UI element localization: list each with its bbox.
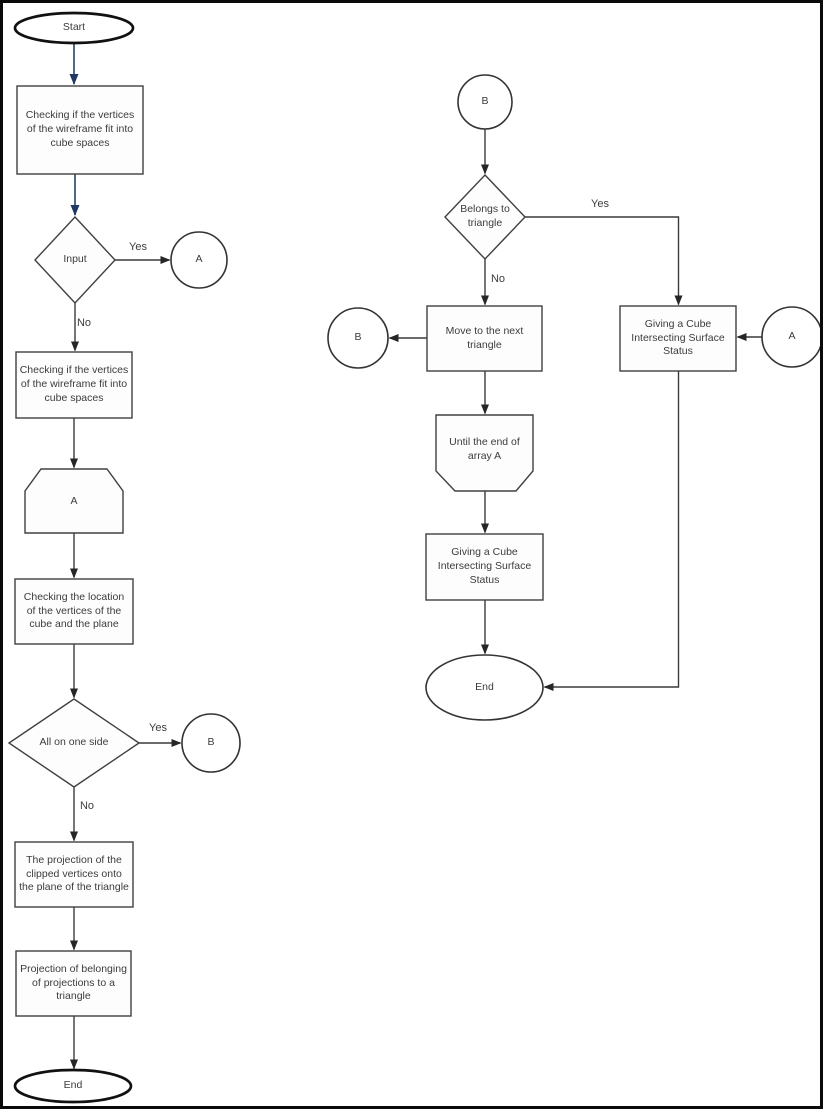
decision-belongs-label: Belongs to triangle bbox=[460, 203, 510, 229]
connector-b-mid bbox=[327, 307, 389, 369]
edge-label-belongs-no: No bbox=[490, 273, 506, 285]
preparation-a bbox=[24, 468, 124, 534]
process-giving-status-right bbox=[619, 305, 737, 372]
end-left-label: End bbox=[63, 1079, 83, 1092]
decision-input-label: Input bbox=[63, 253, 87, 266]
connector-a-right-label: A bbox=[788, 330, 796, 343]
process-check-vertices-1-label: Checking if the vertices of the wirefram… bbox=[25, 109, 135, 149]
decision-input bbox=[34, 215, 116, 305]
connector-a-left-label: A bbox=[195, 253, 203, 266]
decision-all-on-one-side bbox=[7, 698, 141, 788]
edge-belongs-yes-to-giving-right bbox=[525, 216, 683, 306]
preparation-a-label: A bbox=[70, 495, 78, 508]
process-check-location bbox=[14, 578, 134, 645]
process-projection-belonging-label: Projection of belonging of projections t… bbox=[20, 962, 127, 1003]
process-giving-status-mid bbox=[425, 533, 544, 601]
process-check-vertices-1 bbox=[16, 85, 144, 175]
process-projection-clipped-label: The projection of the clipped vertices o… bbox=[19, 853, 129, 894]
process-check-vertices-2 bbox=[15, 351, 133, 419]
process-giving-right-label: Giving a Cube Intersecting Surface Statu… bbox=[631, 317, 725, 358]
process-check-vertices-2-label: Checking if the vertices of the wirefram… bbox=[19, 364, 129, 404]
edge-label-allone-yes: Yes bbox=[149, 722, 167, 734]
process-giving-mid-label: Giving a Cube Intersecting Surface Statu… bbox=[437, 546, 532, 586]
process-projection-clipped bbox=[14, 841, 134, 908]
flowchart-shapes-and-edges bbox=[7, 11, 820, 1104]
connector-a-right bbox=[761, 306, 820, 368]
end-terminator-left bbox=[13, 1068, 133, 1104]
edge-label-input-yes: Yes bbox=[129, 241, 147, 253]
edge-giving-right-to-end-right bbox=[543, 371, 680, 691]
decision-all-on-one-side-label: All on one side bbox=[39, 736, 109, 749]
process-move-next-label: Move to the next triangle bbox=[445, 324, 524, 351]
decision-belongs-to-triangle bbox=[444, 173, 526, 261]
process-move-next-triangle bbox=[426, 305, 543, 372]
process-until-end-label: Until the end of array A bbox=[449, 436, 520, 462]
end-terminator-right bbox=[425, 654, 544, 721]
edge-label-allone-no: No bbox=[79, 800, 95, 812]
connector-b-left-label: B bbox=[207, 736, 215, 749]
process-projection-belonging bbox=[15, 950, 132, 1017]
process-check-location-label: Checking the location of the vertices of… bbox=[23, 590, 125, 631]
start-terminator bbox=[13, 11, 135, 45]
connector-b-left bbox=[181, 713, 241, 773]
connector-b-top-label: B bbox=[481, 95, 489, 108]
end-right-label: End bbox=[475, 680, 494, 693]
edge-label-belongs-yes: Yes bbox=[591, 198, 609, 210]
process-until-end-array bbox=[435, 414, 534, 492]
connector-b-top bbox=[457, 74, 513, 130]
edge-label-input-no: No bbox=[76, 317, 92, 329]
connector-a-left bbox=[170, 231, 228, 289]
connector-b-mid-label: B bbox=[354, 331, 362, 344]
start-label: Start bbox=[62, 21, 86, 34]
